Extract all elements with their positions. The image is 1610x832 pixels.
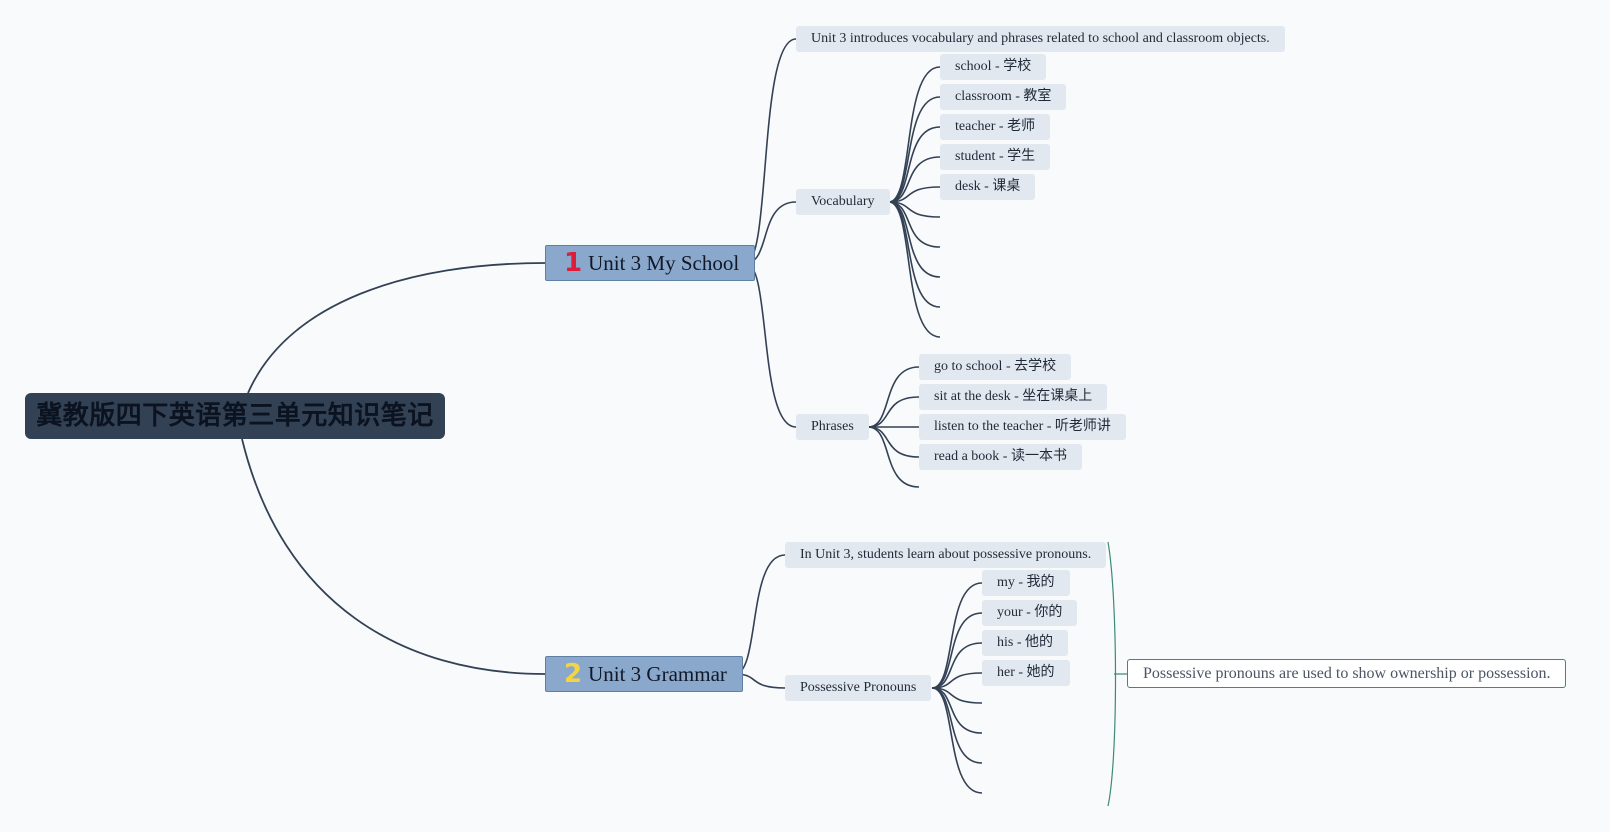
branch-title: Unit 3 My School: [588, 251, 740, 275]
vocab-item[interactable]: teacher - 老师: [940, 114, 1051, 140]
pronoun-item[interactable]: his - 他的: [982, 630, 1068, 656]
intro-node[interactable]: Unit 3 introduces vocabulary and phrases…: [796, 26, 1285, 52]
grammar-intro-node[interactable]: In Unit 3, students learn about possessi…: [785, 542, 1107, 568]
vocab-item[interactable]: desk - 课桌: [940, 174, 1036, 200]
vocab-item[interactable]: classroom - 教室: [940, 84, 1067, 110]
link-vocab-item: [888, 96, 941, 203]
root-topic[interactable]: 冀教版四下英语第三单元知识笔记: [25, 393, 445, 439]
link-vocab-item: [888, 201, 941, 338]
phrase-item[interactable]: read a book - 读一本书: [919, 444, 1082, 470]
link-root-branch1: [247, 262, 546, 394]
link-vocab-item: [888, 156, 941, 203]
link-vocab-item: [888, 126, 941, 203]
number-one-marker-icon: 1: [564, 248, 583, 278]
phrase-item[interactable]: go to school - 去学校: [919, 354, 1072, 380]
possessive-pronouns-node[interactable]: Possessive Pronouns: [785, 675, 932, 701]
vocabulary-node[interactable]: Vocabulary: [796, 189, 890, 215]
link-phrase-item: [867, 426, 920, 488]
summary-brace: [1107, 541, 1127, 807]
link-phrase-item: [867, 426, 920, 458]
vocab-item[interactable]: student - 学生: [940, 144, 1051, 170]
pronoun-item[interactable]: my - 我的: [982, 570, 1070, 596]
link-pronoun-item: [931, 582, 983, 689]
link-pronoun-item: [931, 642, 983, 689]
vocab-item[interactable]: school - 学校: [940, 54, 1047, 80]
link-branch1-phrases: [745, 262, 797, 428]
link-vocab-item: [888, 186, 941, 203]
phrase-item[interactable]: sit at the desk - 坐在课桌上: [919, 384, 1108, 410]
phrase-item[interactable]: listen to the teacher - 听老师讲: [919, 414, 1126, 440]
link-root-branch2: [241, 438, 546, 675]
phrases-node[interactable]: Phrases: [796, 414, 869, 440]
pronoun-item[interactable]: her - 她的: [982, 660, 1070, 686]
link-vocab-item: [888, 201, 941, 218]
link-vocab-item: [888, 66, 941, 203]
number-two-marker-icon: 2: [564, 659, 583, 689]
link-pronoun-item: [931, 687, 983, 734]
link-branch1-intro: [745, 38, 797, 264]
link-phrase-item: [867, 396, 920, 428]
link-pronoun-item: [931, 687, 983, 794]
branch-title: Unit 3 Grammar: [588, 662, 727, 686]
link-pronoun-item: [931, 672, 983, 689]
link-pronoun-item: [931, 612, 983, 689]
link-phrase-item: [867, 366, 920, 428]
summary-note[interactable]: Possessive pronouns are used to show own…: [1127, 659, 1566, 688]
pronoun-item[interactable]: your - 你的: [982, 600, 1078, 626]
